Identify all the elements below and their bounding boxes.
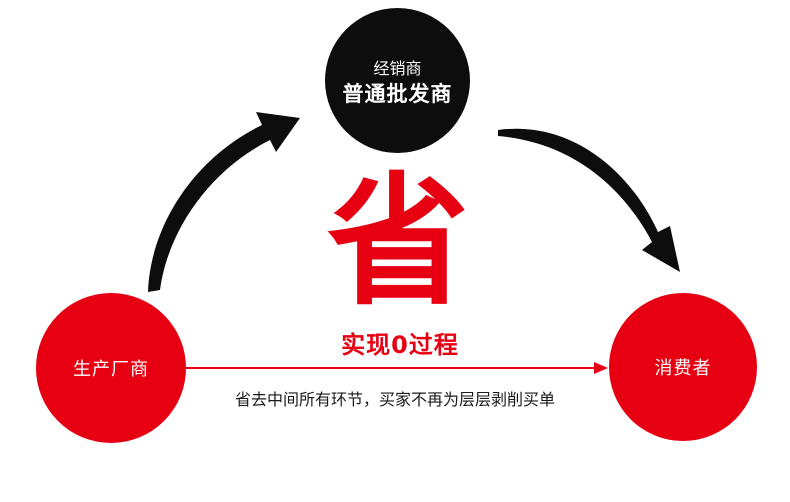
manufacturer-node: 生产厂商: [36, 293, 186, 443]
distributor-subtitle: 经销商: [373, 58, 422, 78]
curved-arrow-right: [498, 128, 680, 272]
distributor-node: 经销商 普通批发商: [325, 8, 470, 153]
direct-arrow-head: [594, 362, 608, 374]
consumer-label: 消费者: [654, 358, 712, 379]
consumer-node: 消费者: [609, 293, 757, 441]
distributor-title: 普通批发商: [342, 81, 453, 106]
save-character: 省: [327, 160, 469, 325]
manufacturer-label: 生产厂商: [73, 359, 149, 380]
curved-arrow-left: [148, 112, 300, 292]
caption-text: 省去中间所有环节，买家不再为层层剥削买单: [234, 390, 555, 409]
slogan-text: 实现0过程: [341, 331, 459, 359]
